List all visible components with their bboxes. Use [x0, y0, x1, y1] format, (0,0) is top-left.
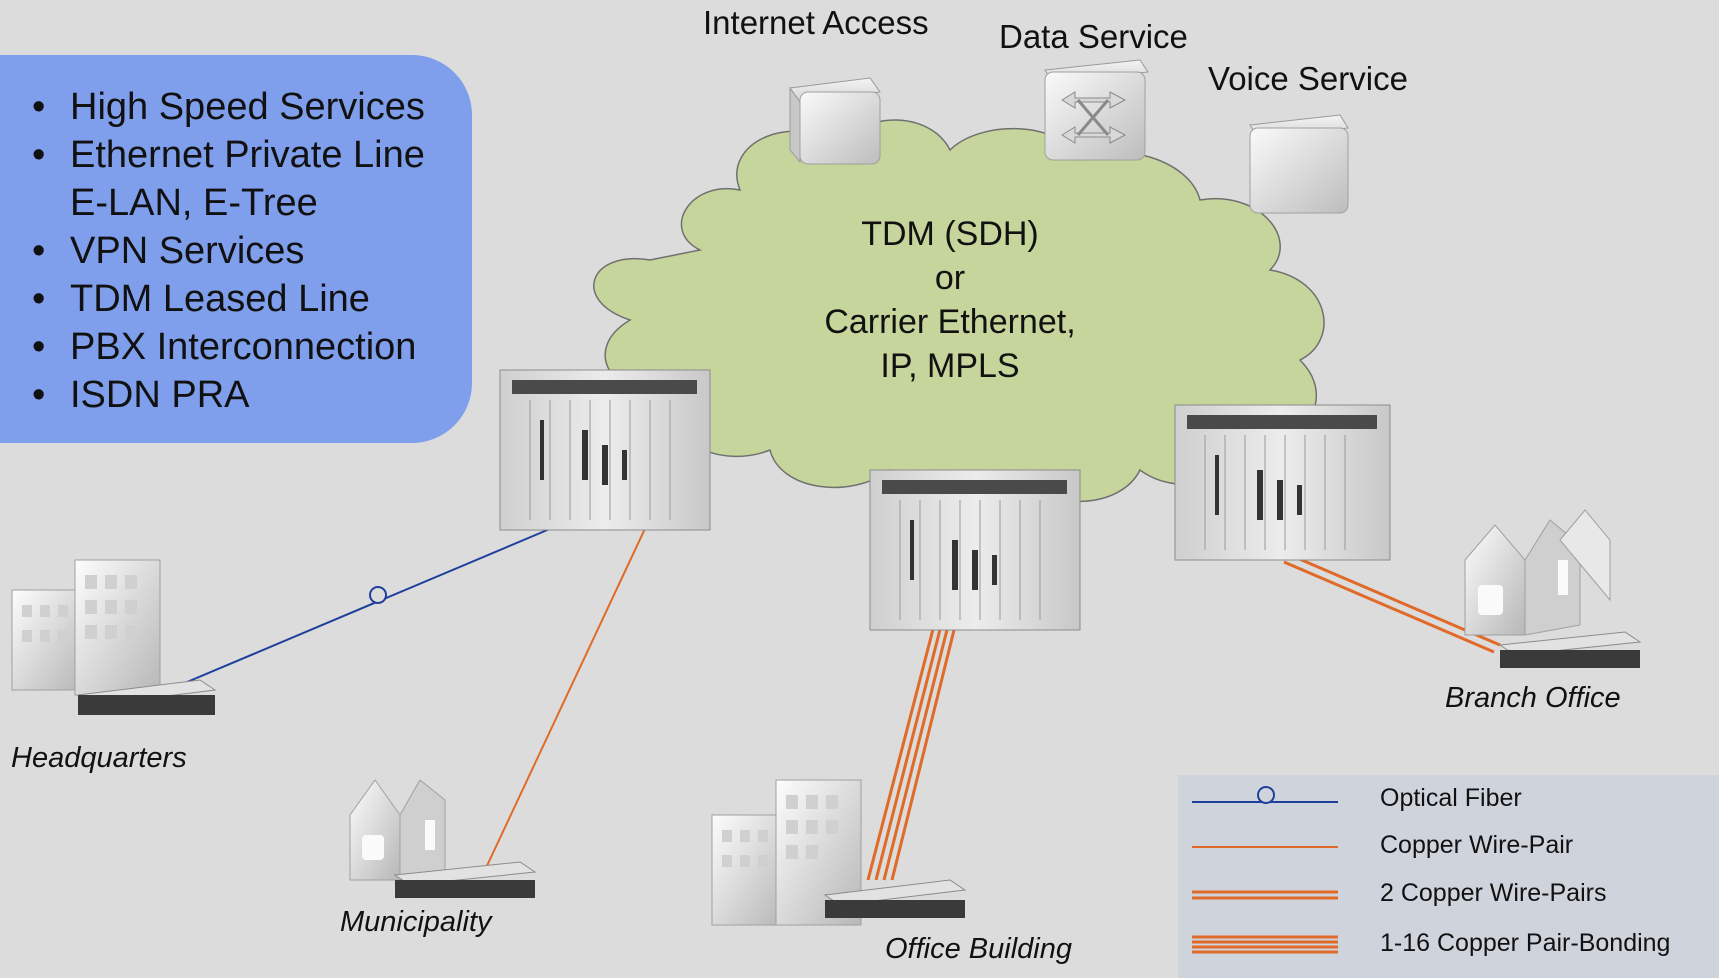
cloud-label: TDM (SDH) or Carrier Ethernet, IP, MPLS	[740, 212, 1160, 388]
service-item-label: High Speed Services	[70, 86, 425, 128]
office-building-bonded-link	[866, 609, 961, 881]
bullet-icon: •	[32, 278, 46, 320]
cloud-label-line-1: TDM (SDH)	[861, 215, 1039, 253]
headquarters-modem-icon	[76, 679, 217, 715]
service-item-label: ISDN PRA	[70, 374, 250, 416]
service-item: • High Speed Services	[32, 83, 472, 131]
legend-label: 1-16 Copper Pair-Bonding	[1380, 929, 1671, 957]
legend-swatch-copper-2	[1192, 890, 1338, 900]
headquarters-label: Headquarters	[11, 742, 187, 774]
service-item-label: PBX Interconnection	[70, 326, 417, 368]
municipality-copper-link	[484, 517, 651, 871]
municipality-label: Municipality	[340, 906, 492, 938]
legend-row-fiber: Optical Fiber	[1178, 780, 1719, 820]
office-building-modem-icon	[823, 879, 967, 918]
service-item: E-LAN, E-Tree	[70, 179, 472, 227]
branch-office-label: Branch Office	[1445, 682, 1621, 714]
legend-swatch-copper-1	[1192, 846, 1338, 848]
service-item-label: E-LAN, E-Tree	[70, 182, 318, 224]
service-item-label: TDM Leased Line	[70, 278, 370, 320]
bullet-icon: •	[32, 134, 46, 176]
cloud-label-line-3: Carrier Ethernet,	[824, 303, 1076, 341]
branch-office-modem-icon	[1498, 631, 1642, 668]
services-list-panel: • High Speed Services • Ethernet Private Li…	[0, 55, 472, 443]
service-item-label: VPN Services	[70, 230, 305, 272]
access-node-hq-rack	[499, 369, 711, 531]
municipality-modem-icon	[393, 861, 537, 898]
legend-label: Optical Fiber	[1380, 784, 1522, 812]
service-item: • VPN Services	[32, 227, 472, 275]
internet-access-server-icon	[789, 77, 881, 165]
access-node-office-rack	[869, 469, 1081, 631]
bullet-icon: •	[32, 86, 46, 128]
service-item: • TDM Leased Line	[32, 275, 472, 323]
voice-service-label: Voice Service	[1208, 60, 1408, 97]
legend-label: 2 Copper Wire-Pairs	[1380, 879, 1607, 907]
legend-row-copper-2: 2 Copper Wire-Pairs	[1178, 875, 1719, 915]
bullet-icon: •	[32, 230, 46, 272]
legend-swatch-copper-16	[1192, 935, 1338, 954]
bullet-icon: •	[32, 326, 46, 368]
services-list: • High Speed Services • Ethernet Private Li…	[0, 55, 472, 419]
internet-access-label: Internet Access	[703, 4, 929, 41]
service-item-label: Ethernet Private Line	[70, 134, 425, 176]
legend-row-copper-16: 1-16 Copper Pair-Bonding	[1178, 925, 1719, 965]
fiber-marker-icon	[369, 586, 387, 604]
municipality-house-icon	[349, 779, 446, 881]
service-item: • Ethernet Private Line	[32, 131, 472, 179]
legend-row-copper-1: Copper Wire-Pair	[1178, 827, 1719, 867]
headquarters-building-icon	[11, 559, 161, 696]
branch-office-houses-icon	[1464, 509, 1611, 636]
service-item: • ISDN PRA	[32, 371, 472, 419]
voice-service-server-icon	[1249, 114, 1349, 214]
service-item: • PBX Interconnection	[32, 323, 472, 371]
office-building-label: Office Building	[885, 933, 1072, 965]
bullet-icon: •	[32, 374, 46, 416]
data-service-switch-icon	[1044, 59, 1149, 161]
access-node-branch-rack	[1174, 404, 1391, 561]
cloud-label-line-2: or	[934, 259, 966, 297]
legend-swatch-fiber	[1192, 786, 1338, 804]
cloud-label-line-4: IP, MPLS	[880, 347, 1020, 385]
data-service-label: Data Service	[999, 18, 1188, 55]
legend-label: Copper Wire-Pair	[1380, 831, 1574, 859]
